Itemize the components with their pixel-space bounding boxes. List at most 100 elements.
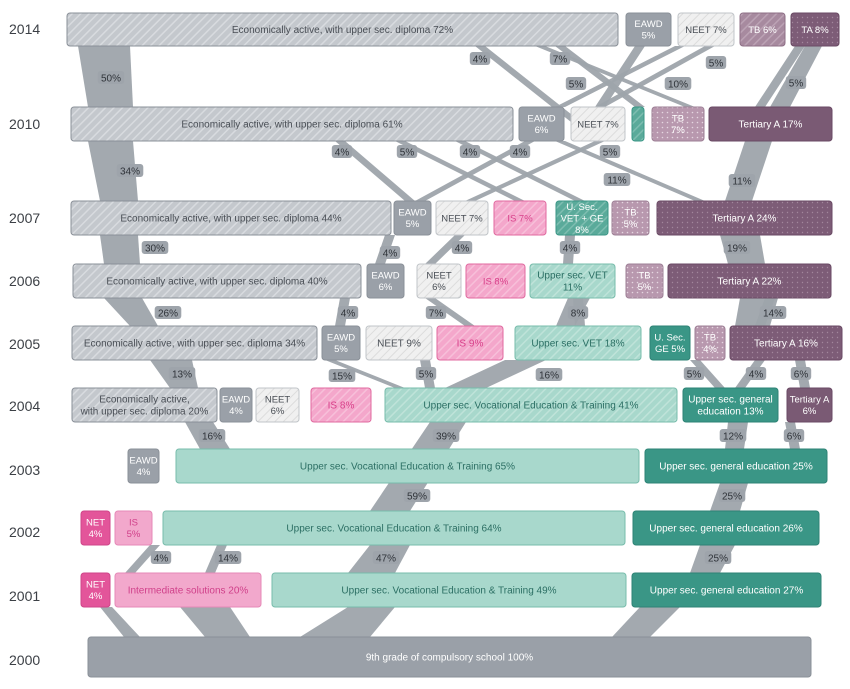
flow-label-text: 14%: [218, 554, 238, 565]
flow-label: 39%: [432, 429, 460, 443]
box-label-line: 4%: [89, 591, 103, 602]
box-rect: [656, 200, 833, 236]
box-y2004-is: IS 8%: [310, 387, 372, 423]
flow-label-text: 11%: [732, 177, 751, 188]
flow-band-thin-5: [595, 46, 715, 107]
box-label: TA 8%: [801, 25, 829, 36]
box-rect: [514, 325, 642, 361]
box-label: 9th grade of compulsory school 100%: [366, 653, 533, 664]
flow-label-bg: [603, 173, 631, 186]
box-rect: [72, 263, 362, 299]
flow-label: 4%: [559, 241, 581, 255]
box-label: Economically active, with upper sec. dip…: [106, 277, 327, 288]
box-label-line: Upper sec. general education 26%: [649, 524, 803, 535]
flow-label: 50%: [97, 71, 125, 85]
flow-label-text: 4%: [463, 148, 478, 159]
box-rect: [739, 12, 786, 47]
box-label-line: EAWD: [129, 456, 157, 467]
flow-label: 10%: [664, 77, 692, 91]
box-label-line: 4%: [229, 406, 243, 417]
flow-label-bg: [535, 368, 563, 381]
box-label-line: U. Sec.: [654, 333, 685, 344]
year-label-2002: 2002: [9, 524, 40, 540]
flow-label-text: 12%: [723, 432, 743, 443]
flow-label-text: 34%: [120, 167, 140, 178]
flow-label: 6%: [783, 429, 805, 443]
box-label-line: NEET 7%: [685, 25, 727, 36]
box-y2003-ge: Upper sec. general education 25%: [644, 448, 828, 484]
box-y2006-ta: Tertiary A 22%: [667, 263, 832, 299]
box-label: Upper sec. Vocational Education & Traini…: [286, 524, 501, 535]
flow-band-econ-2007: [100, 235, 140, 264]
flow-label: 7%: [549, 52, 571, 66]
flow-label: 4%: [745, 367, 767, 381]
box-label: IS 8%: [483, 276, 509, 287]
box-rect: [625, 263, 664, 299]
flow-label-text: 10%: [668, 80, 688, 91]
flow-label: 5%: [683, 367, 705, 381]
box-label: Upper sec. Vocational Education & Traini…: [300, 462, 515, 473]
box-label-line: 8%: [575, 225, 589, 236]
flow-label-bg: [97, 71, 125, 84]
box-rect: [694, 325, 726, 361]
flow-band-thin-9: [455, 141, 585, 201]
flow-label-text: 4%: [513, 148, 528, 159]
box-label-line: education 13%: [697, 407, 763, 418]
flow-label: 5%: [415, 367, 437, 381]
box-label: Intermediate solutions 20%: [128, 586, 249, 597]
box-rect: [529, 263, 616, 299]
box-label-line: Intermediate solutions 20%: [128, 586, 249, 597]
flow-label-text: 4%: [341, 309, 356, 320]
flow-label-bg: [141, 241, 169, 254]
box-y2007-ta: Tertiary A 24%: [656, 200, 833, 236]
flow-label: 4%: [337, 306, 359, 320]
flow-band-thin-26: [125, 545, 160, 573]
flow-label-bg: [728, 174, 756, 187]
flow-band-thin-8: [395, 141, 525, 201]
box-label-line: Tertiary A 16%: [754, 339, 818, 350]
box-label-line: 11%: [563, 283, 582, 294]
box-label-line: Upper sec. general: [688, 395, 773, 406]
box-label-line: 5%: [127, 529, 141, 540]
box-label: NEET 7%: [685, 25, 727, 36]
flow-label-text: 4%: [383, 249, 398, 260]
flow-label: 19%: [723, 241, 751, 255]
box-rect: [71, 325, 318, 361]
flow-label-bg: [154, 306, 182, 319]
year-label-2003: 2003: [9, 462, 40, 478]
flow-label-text: 14%: [763, 309, 783, 320]
box-label-line: EAWD: [398, 208, 426, 219]
box-y2001-vet: Upper sec. Vocational Education & Traini…: [271, 572, 627, 608]
flow-label-bg: [559, 241, 581, 254]
flow-label-text: 5%: [687, 370, 702, 381]
flow-label-text: 4%: [563, 244, 578, 255]
box-label: NEET 9%: [377, 339, 421, 350]
flow-label-bg: [567, 306, 589, 319]
box-y2004-vet: Upper sec. Vocational Education & Traini…: [384, 387, 678, 423]
flow-band-thin-7: [335, 141, 415, 201]
box-y2014-econ: Economically active, with upper sec. dip…: [66, 12, 619, 47]
box-label-line: TB 6%: [748, 25, 777, 36]
box-y2005-econ: Economically active, with upper sec. dip…: [71, 325, 318, 361]
box-rect: [416, 263, 462, 299]
box-rect: [708, 106, 833, 142]
box-label-line: TB: [638, 271, 650, 282]
flow-label-text: 15%: [332, 372, 352, 383]
flow-label-bg: [415, 367, 437, 380]
box-label-line: Tertiary A 22%: [718, 277, 782, 288]
flow-label-text: 5%: [419, 370, 434, 381]
box-label-line: IS: [129, 518, 138, 529]
flow-label: 4%: [150, 551, 172, 565]
flow-label-bg: [168, 367, 196, 380]
box-label: IS 9%: [457, 339, 484, 350]
